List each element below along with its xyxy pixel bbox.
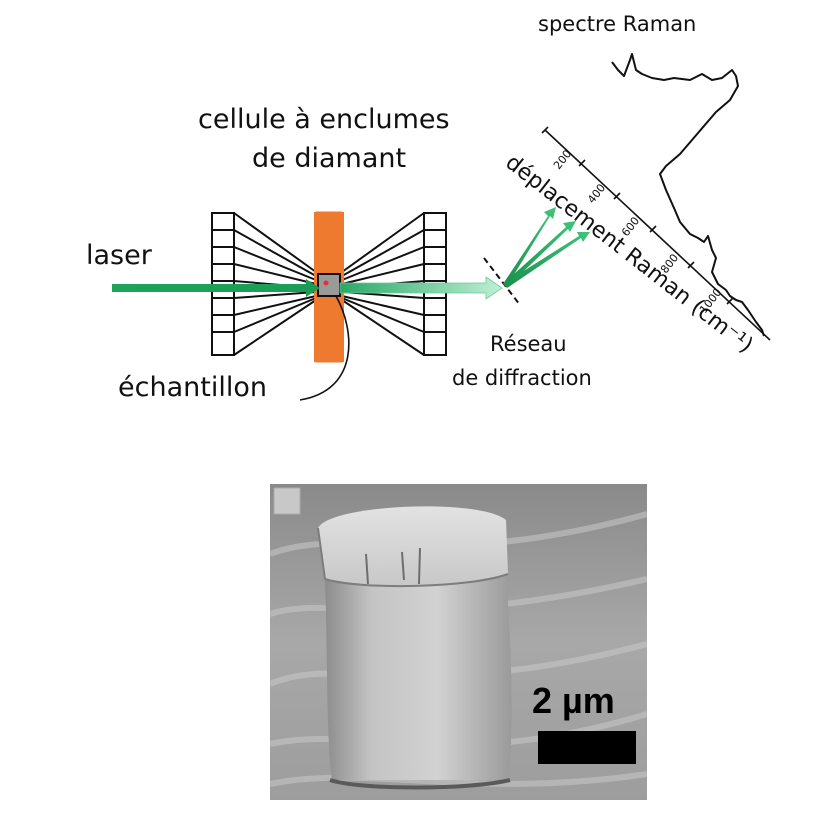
- grating-label-line1: Réseau: [490, 332, 567, 356]
- laser-beam-in: [112, 279, 320, 297]
- sample-pointer: [299, 295, 350, 401]
- sample-label: échantillon: [118, 372, 267, 403]
- sample-chamber: [317, 273, 341, 297]
- spectrum-title: spectre Raman: [538, 12, 697, 36]
- anvil-left: [211, 212, 317, 356]
- scale-bar: [538, 731, 636, 764]
- grating-label-line2: de diffraction: [452, 366, 592, 390]
- scale-bar-label: 2 µm: [532, 680, 615, 721]
- laser-label: laser: [86, 240, 152, 271]
- cell-label-line2: de diamant: [252, 143, 407, 174]
- sample-dot: [323, 280, 329, 286]
- dispersed-beams: [503, 207, 590, 288]
- raman-spectrum-trace: [611, 53, 765, 337]
- raman-axis: [541, 126, 771, 341]
- anvil-right: [341, 212, 447, 356]
- cell-label-line1: cellule à enclumes: [198, 104, 450, 135]
- laser-beam-out: [339, 276, 503, 300]
